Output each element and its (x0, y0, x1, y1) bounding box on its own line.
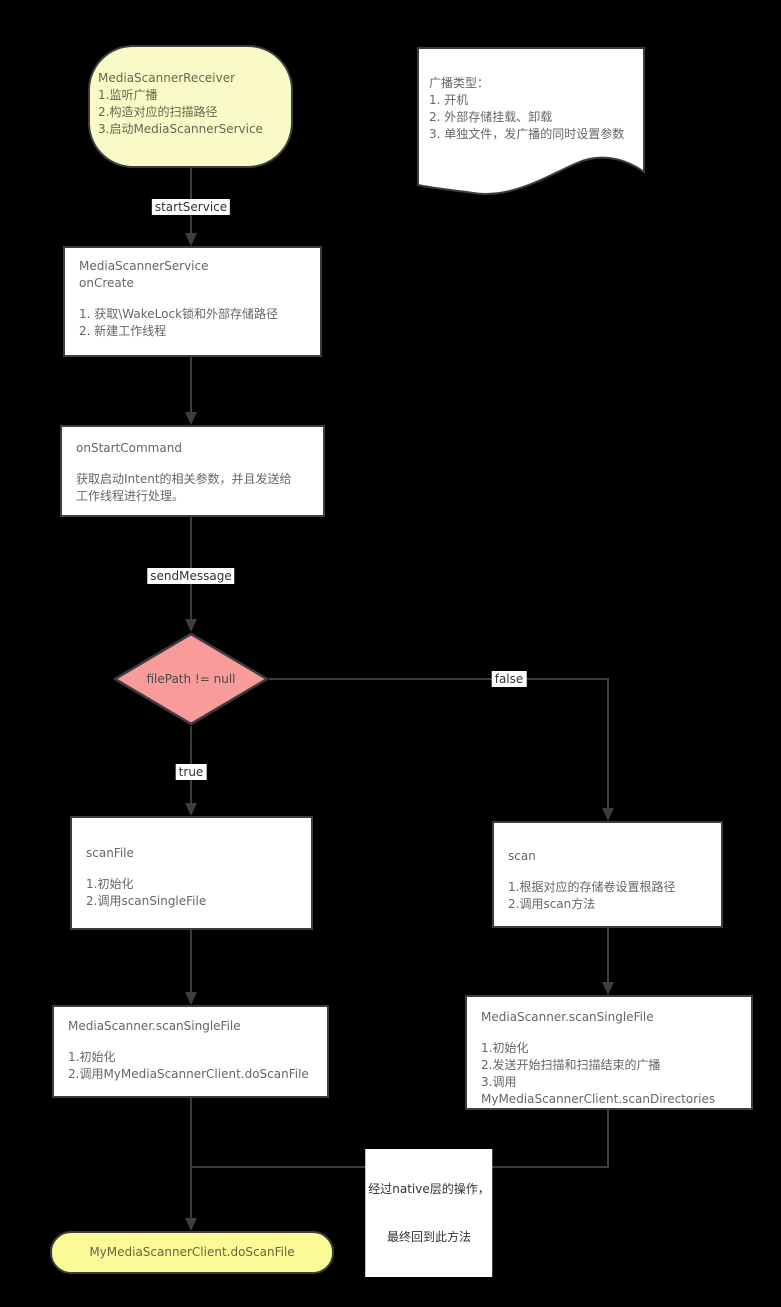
arrowhead (185, 992, 197, 1005)
arrowhead (602, 808, 614, 821)
note-line: 1. 开机 (429, 93, 469, 107)
node-mymediascannerclient-doscanfile: MyMediaScannerClient.doScanFile (50, 1231, 334, 1274)
node-line: 获取启动Intent的相关参数，并且发送给 (76, 472, 292, 486)
node-media-scanner-receiver: MediaScannerReceiver 1.监听广播 2.构造对应的扫描路径 … (88, 45, 293, 168)
node-line: 工作线程进行处理。 (76, 489, 185, 503)
node-scanfile: scanFile 1.初始化 2.调用scanSingleFile (70, 816, 313, 930)
node-mediascanner-scansinglefile-right: MediaScanner.scanSingleFile 1.初始化 2.发送开始… (465, 995, 753, 1110)
arrowhead (185, 619, 197, 632)
decision-label: filePath != null (146, 671, 236, 686)
note-text: 广播类型： 1. 开机 2. 外部存储挂载、卸载 3. 单独文件，发广播的同时设… (417, 47, 645, 143)
node-title: MediaScanner.scanSingleFile (68, 1019, 241, 1033)
node-line: 1.初始化 (68, 1050, 116, 1064)
node-decision-filepath: filePath != null (113, 632, 269, 726)
node-scan: scan 1.根据对应的存储卷设置根路径 2.调用scan方法 (492, 821, 723, 928)
node-title: MediaScannerReceiver (98, 71, 236, 85)
edge-label-start-service: startService (151, 199, 231, 215)
node-onstartcommand: onStartCommand 获取启动Intent的相关参数，并且发送给 工作线… (60, 425, 325, 517)
note-line: 2. 外部存储挂载、卸载 (429, 110, 553, 124)
node-mediascannerservice-oncreate: MediaScannerService onCreate 1. 获取\WakeL… (63, 246, 322, 357)
node-line: 2. 新建工作线程 (79, 324, 167, 338)
arrowhead (185, 1218, 197, 1231)
node-mediascanner-scansinglefile-left: MediaScanner.scanSingleFile 1.初始化 2.调用My… (52, 1005, 329, 1098)
arrowhead (185, 803, 197, 816)
node-broadcast-types-note: 广播类型： 1. 开机 2. 外部存储挂载、卸载 3. 单独文件，发广播的同时设… (417, 47, 645, 207)
node-title: MyMediaScannerClient.doScanFile (89, 1245, 295, 1259)
edge-decision-false (269, 678, 609, 808)
arrowhead (185, 412, 197, 425)
node-line: 3.调用 (481, 1075, 517, 1089)
edge-label-false: false (491, 671, 527, 687)
node-title: MediaScannerService (79, 259, 209, 273)
node-line: 1.根据对应的存储卷设置根路径 (508, 880, 676, 894)
node-line: 2.调用scanSingleFile (86, 894, 207, 908)
document-shape (417, 47, 645, 195)
node-title: MediaScanner.scanSingleFile (481, 1010, 654, 1024)
node-line: MyMediaScannerClient.scanDirectories (481, 1092, 716, 1106)
node-title: scan (508, 849, 536, 863)
diamond-shape (113, 632, 269, 726)
node-line: 1.初始化 (481, 1041, 529, 1055)
arrowhead (185, 233, 197, 246)
node-line: 2.发送开始扫描和扫描结束的广播 (481, 1058, 661, 1072)
node-title: onStartCommand (76, 441, 182, 455)
node-line: 1. 获取\WakeLock锁和外部存储路径 (79, 307, 279, 321)
edge-label-true: true (175, 764, 207, 780)
note-line: 经过native层的操作， (368, 1182, 490, 1196)
note-line: 3. 单独文件，发广播的同时设置参数 (429, 127, 625, 141)
node-line: 2.调用MyMediaScannerClient.doScanFile (68, 1067, 309, 1081)
node-line: 3.启动MediaScannerService (98, 122, 263, 136)
node-line: 1.初始化 (86, 877, 134, 891)
note-line: 最终回到此方法 (386, 1230, 472, 1244)
edge-label-native-note: 经过native层的操作， 最终回到此方法 (365, 1149, 493, 1277)
note-title: 广播类型： (429, 76, 490, 90)
node-title: onCreate (79, 276, 134, 290)
arrowhead (602, 982, 614, 995)
edge-label-send-message: sendMessage (147, 568, 235, 584)
node-line: 2.构造对应的扫描路径 (98, 105, 218, 119)
node-line: 2.调用scan方法 (508, 897, 596, 911)
node-line: 1.监听广播 (98, 88, 158, 102)
node-title: scanFile (86, 846, 134, 860)
